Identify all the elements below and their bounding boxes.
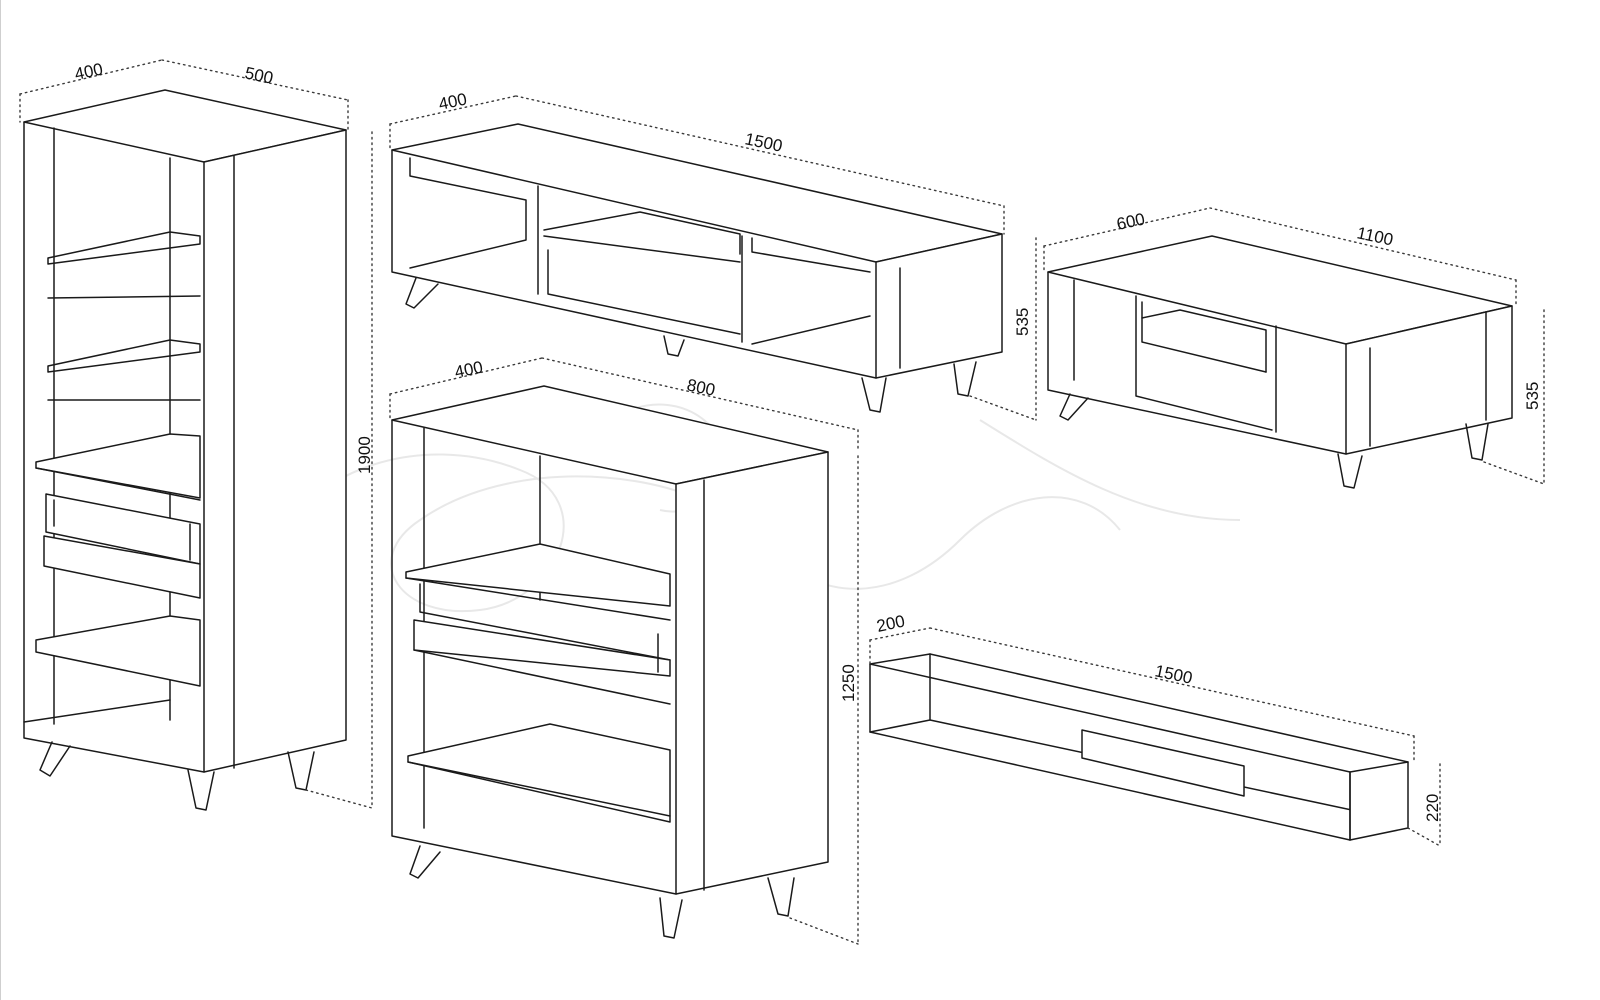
wall-shelf-drawing (869, 653, 1409, 841)
tv-unit-height-label: 535 (1013, 308, 1032, 336)
coffee-table-drawing (1047, 235, 1513, 489)
wall-shelf-height-label: 220 (1423, 794, 1442, 822)
bookcase-drawing (23, 89, 347, 811)
wall-shelf-centre-panel (1081, 729, 1245, 797)
tv-unit-drawing (391, 123, 1003, 413)
sideboard-height-label: 1250 (839, 664, 858, 702)
coffee-table-depth-label: 600 (1115, 209, 1147, 233)
bookcase-drawer-lower (43, 535, 201, 599)
bookcase-depth-label: 400 (73, 59, 105, 83)
tv-unit-top (391, 123, 1003, 263)
sideboard-depth-label: 400 (453, 357, 485, 381)
tv-unit-side (875, 233, 1003, 379)
tv-unit-depth-label: 400 (437, 89, 469, 113)
dimension-lines (19, 59, 1545, 945)
wall-shelf-width-label: 1500 (1153, 661, 1194, 687)
coffee-table-side (1345, 305, 1513, 455)
sideboard-drawing (391, 385, 829, 939)
sideboard-width-label: 800 (685, 375, 717, 399)
bookcase-width-label: 500 (243, 63, 275, 87)
wall-shelf-depth-label: 200 (875, 611, 907, 635)
bookcase-height-label: 1900 (355, 436, 374, 474)
sideboard-drawer (413, 619, 671, 677)
coffee-table-width-label: 1100 (1355, 223, 1395, 249)
tv-unit-width-label: 1500 (743, 129, 784, 155)
coffee-table-height-label: 535 (1523, 382, 1542, 410)
image-left-edge (0, 0, 1, 1000)
bookcase-side-panel (203, 129, 347, 773)
wall-shelf-right-end (1349, 761, 1409, 841)
sideboard-side (675, 451, 829, 895)
